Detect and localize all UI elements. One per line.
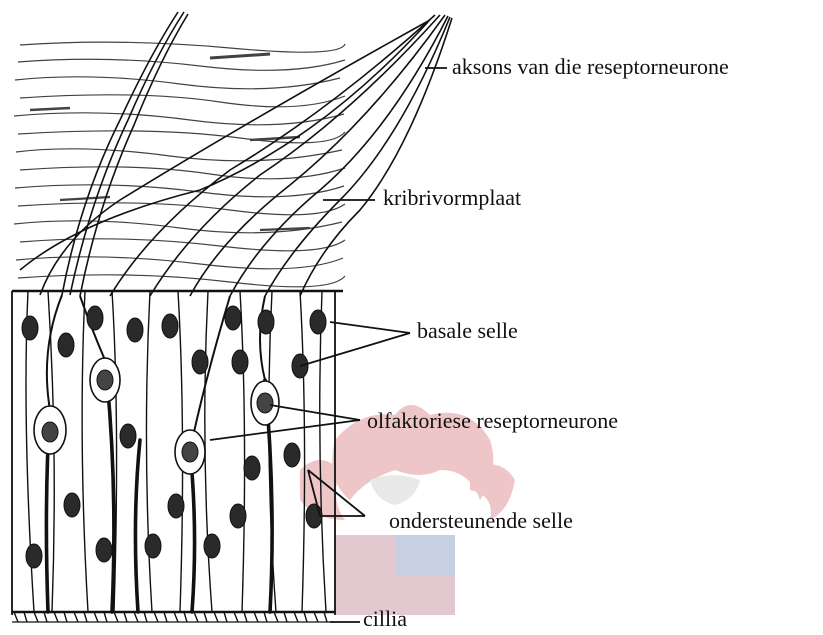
- epithelium: [12, 291, 343, 622]
- label-basal-cells: basale selle: [417, 320, 518, 342]
- label-cilia: cillia: [363, 608, 407, 630]
- label-receptor-neurons: olfaktoriese reseptorneurone: [367, 410, 618, 432]
- label-axons: aksons van die reseptorneurone: [452, 56, 729, 78]
- label-supporting-cells: ondersteunende selle: [389, 510, 573, 532]
- label-cribriform-plate: kribrivormplaat: [383, 187, 521, 209]
- axon-bundles: [20, 12, 452, 296]
